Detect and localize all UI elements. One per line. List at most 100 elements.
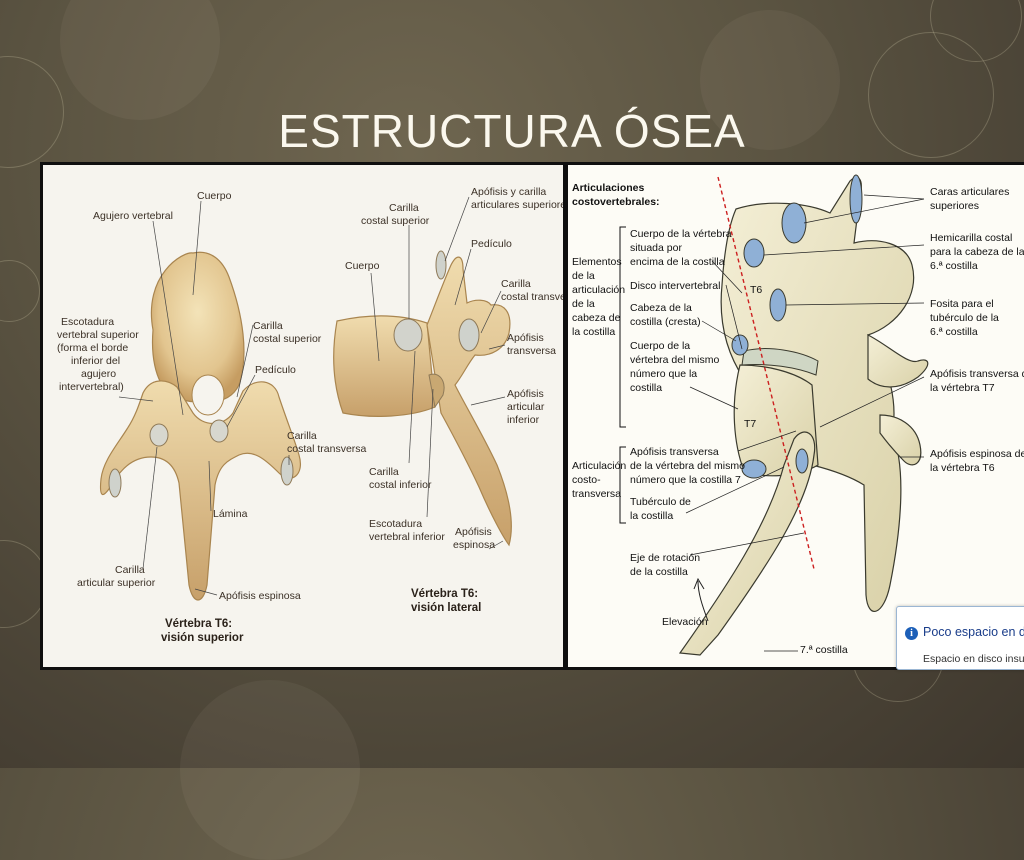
group1-leaders [689, 260, 743, 410]
group1-items: Cuerpo de la vértebra situada por encima… [630, 228, 732, 394]
svg-text:la vértebra T6: la vértebra T6 [930, 462, 995, 474]
svg-text:de la vértebra del mismo: de la vértebra del mismo [630, 460, 745, 472]
svg-text:(forma el borde: (forma el borde [57, 342, 128, 354]
superior-view-labels [118, 200, 290, 596]
svg-text:Apófisis transversa: Apófisis transversa [630, 446, 719, 458]
background-blob [180, 680, 360, 860]
svg-text:intervertebral): intervertebral) [59, 381, 124, 393]
vertebra-t6-illustration: Cuerpo Agujero vertebral Escotadura vert… [40, 162, 566, 670]
svg-text:articulación: articulación [572, 284, 625, 296]
svg-text:Apófisis y carilla: Apófisis y carilla [471, 186, 546, 198]
background-ring [930, 0, 1022, 62]
svg-text:agujero: agujero [81, 368, 116, 380]
svg-text:costal superior: costal superior [253, 333, 322, 345]
svg-text:Cuerpo de la: Cuerpo de la [630, 340, 690, 352]
svg-text:vertebral superior: vertebral superior [57, 329, 139, 341]
svg-text:transversa: transversa [507, 345, 556, 357]
background-ring [0, 260, 40, 322]
group1-brace [619, 226, 626, 428]
svg-text:para la cabeza de la: para la cabeza de la [930, 246, 1024, 258]
svg-text:costal inferior: costal inferior [369, 479, 432, 491]
svg-text:Carilla: Carilla [253, 320, 283, 332]
caption-vision-superior: Vértebra T6: visión superior [161, 618, 244, 644]
lateral-view-labels [370, 196, 506, 550]
label-escotadura-inferior: Escotadura vertebral inferior [369, 518, 445, 543]
svg-text:Escotadura: Escotadura [369, 518, 422, 530]
svg-text:espinosa: espinosa [453, 539, 495, 551]
label-carilla-costal-transversa-lat: Carilla costal transversa [501, 278, 563, 303]
costovertebral-illustration: T6 T7 Articulaciones costovertebrales: E… [566, 162, 1024, 670]
svg-text:costovertebrales:: costovertebrales: [572, 196, 660, 208]
svg-text:costal superior: costal superior [361, 215, 430, 227]
label-eje-rotacion: Eje de rotación de la costilla [630, 552, 700, 578]
label-carilla-costal-transversa-sup: Carilla costal transversa [287, 430, 367, 455]
group2-brace [619, 446, 626, 524]
label-t6: T6 [750, 284, 762, 296]
low-disk-space-notification[interactable]: i Poco espacio en disco Espacio en disco… [896, 606, 1024, 670]
svg-text:Cuerpo de la vértebra: Cuerpo de la vértebra [630, 228, 732, 240]
svg-text:Carilla: Carilla [115, 564, 145, 576]
vertebra-superior-view [99, 251, 301, 601]
svg-text:Fosita para el: Fosita para el [930, 298, 994, 310]
label-agujero-vertebral: Agujero vertebral [93, 210, 173, 222]
label-carilla-costal-superior-sup: Carilla costal superior [253, 320, 322, 345]
elevation-arrow [693, 577, 709, 622]
label-apofisis-espinosa-sup: Apófisis espinosa [219, 590, 301, 602]
svg-text:encima de la costilla: encima de la costilla [630, 256, 725, 268]
svg-text:Carilla: Carilla [389, 202, 419, 214]
label-fosita-tuberculo: Fosita para el tubérculo de la 6.ª costi… [930, 298, 999, 338]
label-cuerpo-lateral: Cuerpo [345, 260, 380, 272]
svg-text:Hemicarilla costal: Hemicarilla costal [930, 232, 1012, 244]
svg-text:Apófisis espinosa de: Apófisis espinosa de [930, 448, 1024, 460]
svg-text:Articulaciones: Articulaciones [572, 182, 645, 194]
svg-text:Caras articulares: Caras articulares [930, 186, 1009, 198]
svg-text:de la: de la [572, 270, 595, 282]
svg-text:costal transversa: costal transversa [501, 291, 563, 303]
svg-text:6.ª costilla: 6.ª costilla [930, 260, 978, 272]
svg-text:Carilla: Carilla [501, 278, 531, 290]
label-apofisis-transversa-t7: Apófisis transversa de la vértebra T7 [930, 368, 1024, 394]
slide-title: ESTRUCTURA ÓSEA [278, 105, 746, 157]
svg-text:Elementos: Elementos [572, 256, 622, 268]
label-cuerpo-superior: Cuerpo [197, 190, 232, 202]
label-apofisis-carilla-superiores: Apófisis y carilla articulares superiore… [471, 186, 563, 211]
svg-text:superiores: superiores [930, 200, 979, 212]
svg-text:Apófisis: Apófisis [507, 388, 544, 400]
svg-text:inferior: inferior [507, 414, 540, 426]
vertebra-t6-drawing: Cuerpo Agujero vertebral Escotadura vert… [57, 186, 563, 644]
vertebra-lateral-view [333, 250, 512, 547]
label-lamina: Lámina [213, 508, 248, 520]
svg-text:Cabeza de la: Cabeza de la [630, 302, 692, 314]
svg-text:articular: articular [507, 401, 545, 413]
label-elevacion: Elevación [662, 616, 708, 628]
svg-text:costo-: costo- [572, 474, 601, 486]
label-articulacion-costotransversa: Articulación costo- transversa [572, 460, 626, 500]
svg-text:número que la: número que la [630, 368, 697, 380]
svg-text:costal transversa: costal transversa [287, 443, 367, 455]
svg-text:Apófisis: Apófisis [507, 332, 544, 344]
costovertebral-drawing: T6 T7 Articulaciones costovertebrales: E… [572, 174, 1024, 656]
svg-text:Apófisis: Apófisis [455, 526, 492, 538]
label-carilla-articular-superior: Carilla articular superior [77, 564, 156, 589]
svg-text:Carilla: Carilla [287, 430, 317, 442]
rotation-axis [717, 176, 815, 570]
svg-text:Carilla: Carilla [369, 466, 399, 478]
svg-text:Vértebra T6:: Vértebra T6: [411, 588, 478, 600]
label-apofisis-espinosa-t6: Apófisis espinosa de la vértebra T6 [930, 448, 1024, 474]
group2-leaders [685, 430, 805, 652]
svg-text:articular superior: articular superior [77, 577, 156, 589]
svg-text:de la: de la [572, 298, 595, 310]
svg-text:vertebral inferior: vertebral inferior [369, 531, 445, 543]
svg-text:6.ª costilla: 6.ª costilla [930, 326, 978, 338]
svg-text:Articulación: Articulación [572, 460, 626, 472]
right-leaders [763, 194, 925, 458]
svg-text:situada por: situada por [630, 242, 682, 254]
rib-7 [678, 431, 816, 656]
svg-text:número que la costilla 7: número que la costilla 7 [630, 474, 741, 486]
svg-text:inferior del: inferior del [71, 355, 120, 367]
label-elementos-articulacion: Elementos de la articulación de la cabez… [572, 256, 625, 338]
svg-text:Vértebra T6:: Vértebra T6: [165, 618, 232, 630]
svg-text:cabeza de: cabeza de [572, 312, 621, 324]
label-t7: T7 [744, 418, 756, 430]
label-caras-articulares: Caras articulares superiores [930, 186, 1009, 212]
